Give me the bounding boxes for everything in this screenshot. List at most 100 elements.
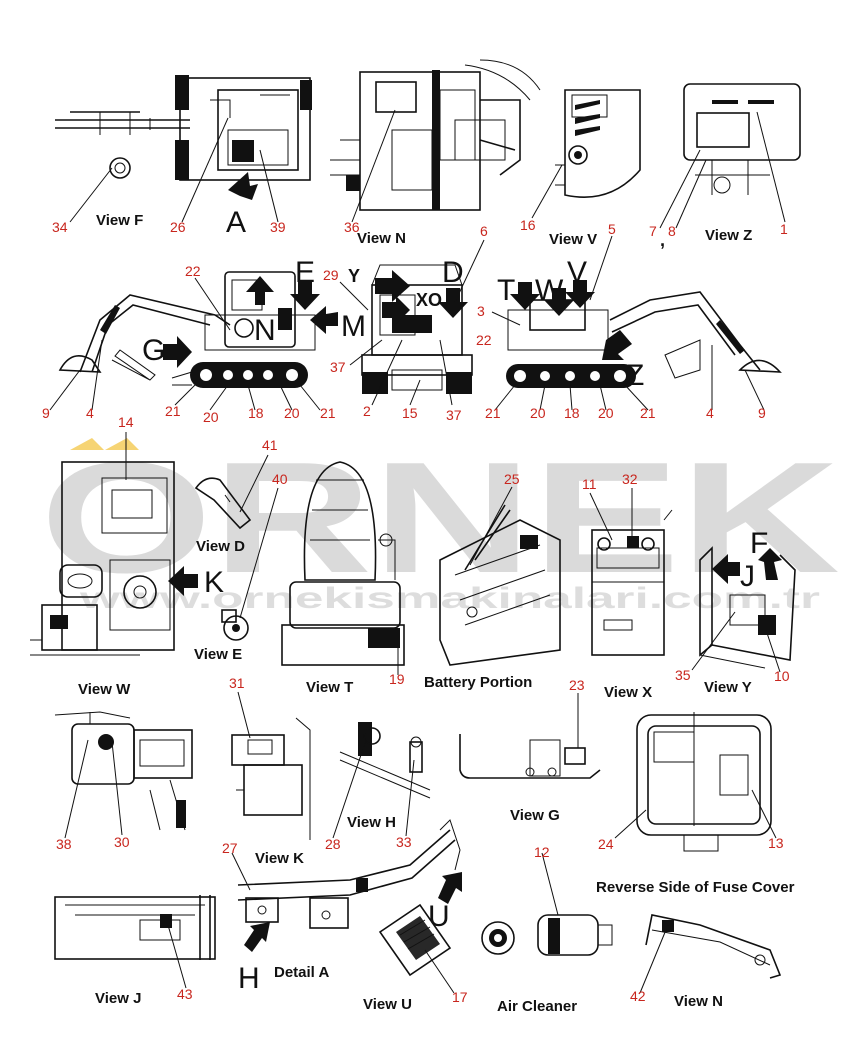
view-label-j: View J [95,990,141,1007]
callout: 36 [344,219,360,235]
arrow-m-icon [310,306,338,334]
callout: 41 [262,437,278,453]
arrow-n-icon [278,308,292,330]
left-excavator-drawing [58,271,316,388]
letter-a: A [226,206,246,239]
letter-d: D [442,256,464,289]
watermark-site: www.ornekismakinalari.com.tr [78,582,820,615]
arrow-t-icon [510,282,540,310]
callout: 22 [476,332,492,348]
callout: 7 [649,223,657,239]
arrow-h-icon [244,922,270,952]
view-label-fuse: Reverse Side of Fuse Cover [596,879,795,896]
callout: 9 [42,405,50,421]
view-n-bottom-drawing [645,914,782,979]
view-label-h: View H [347,814,396,831]
callout: 34 [52,219,68,235]
letter-g: G [142,334,165,367]
arrow-z-icon [602,330,632,360]
arrow-w-icon [544,288,574,316]
callout: 37 [446,407,462,423]
view-z-drawing [683,83,801,195]
callout: 25 [504,471,520,487]
callout: 28 [325,836,341,852]
callout: 21 [640,405,656,421]
callout: 32 [622,471,638,487]
view-label-w: View W [78,681,131,698]
view-labels: View F View N View V View Z View D View … [78,212,795,1015]
callout: 23 [569,677,585,693]
letter-comma: , [660,230,665,250]
callout: 1 [780,221,788,237]
letter-o: O [428,290,442,310]
view-label-u: View U [363,996,412,1013]
leader-lines [49,109,786,994]
view-v-drawing [555,89,641,198]
arrow-v-icon [565,280,595,308]
callout: 3 [477,303,485,319]
letter-y: Y [348,266,360,286]
arrow-j-icon [712,554,740,584]
arrow-d-icon [438,288,468,318]
callout: 11 [582,476,597,492]
arrow-k-icon [168,566,198,596]
callout: 12 [534,844,550,860]
callout: 31 [229,675,245,691]
callout: 30 [114,834,130,850]
view-letters: A E N M G Y X O D T W V Z K F J U H , [142,206,768,995]
view-label-n-top: View N [357,230,406,247]
callout: 40 [272,471,288,487]
view-label-g: View G [510,807,560,824]
letter-h: H [238,962,260,995]
letter-w: W [535,274,564,307]
callout: 21 [320,405,336,421]
callout: 27 [222,840,238,856]
callout: 14 [118,414,134,430]
callout: 21 [165,403,181,419]
view-label-x: View X [604,684,652,701]
view-f-drawing [55,75,312,181]
letter-v: V [567,256,587,289]
leader-5 [589,235,613,301]
callout: 24 [598,836,614,852]
callout: 29 [323,267,339,283]
callout: 39 [270,219,286,235]
air-cleaner-drawing [481,914,613,956]
callout: 21 [485,405,501,421]
callout: 2 [363,403,371,419]
callout: 18 [248,405,264,421]
fuse-cover-drawing [636,712,772,852]
view-u-drawing [378,903,452,977]
view-n-top-drawing [330,59,541,211]
callout: 38 [56,836,72,852]
view-label-n-bottom: View N [674,993,723,1010]
view-label-k: View K [255,850,304,867]
letter-f: F [750,527,768,560]
view-h-drawing [339,722,431,799]
center-front-drawing [361,264,473,394]
view-label-e: View E [194,646,242,663]
view-31-drawing [231,717,311,840]
letter-m: M [341,310,366,343]
view-j-drawing [54,895,216,960]
letter-x: X [416,290,428,310]
callout: 5 [608,221,616,237]
view-g-drawing [459,734,601,779]
callout: 20 [598,405,614,421]
callout: 43 [177,986,193,1002]
callout: 17 [452,989,468,1005]
letter-n: N [254,314,276,347]
letter-k: K [204,566,224,599]
callout: 4 [86,405,94,421]
view-label-z: View Z [705,227,752,244]
letter-e: E [295,256,315,289]
view-label-detail-a: Detail A [274,964,329,981]
view-x-drawing [591,509,673,656]
callout: 9 [758,405,766,421]
view-label-f: View F [96,212,143,229]
view-label-v: View V [549,231,597,248]
callout: 6 [480,223,488,239]
arrow-x-icon [382,296,410,324]
arrow-e-icon [290,282,320,310]
callout: 15 [402,405,418,421]
